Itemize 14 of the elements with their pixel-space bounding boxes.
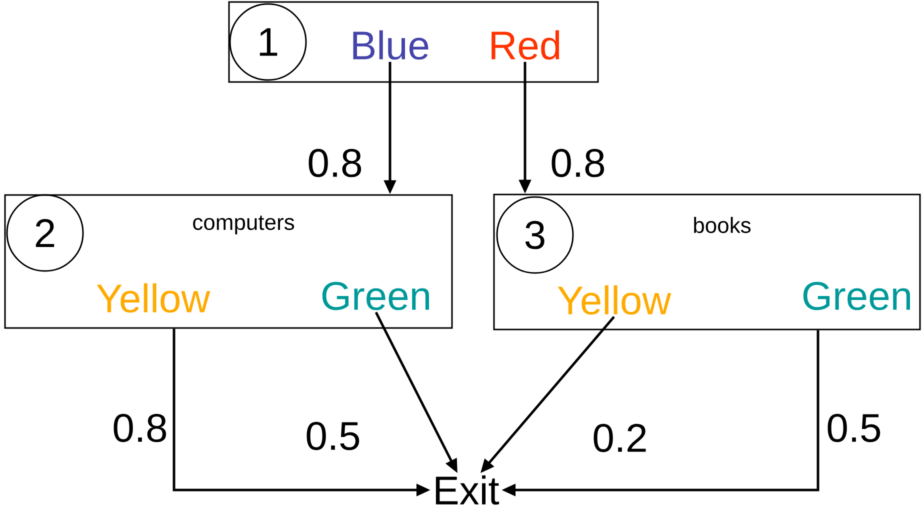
word: Green (803, 282, 910, 310)
word: Yellow (96, 283, 210, 313)
edge-label: 0.2 (591, 422, 649, 454)
edge-label: 0.8 (111, 412, 169, 444)
edge-label: 0.8 (549, 148, 607, 178)
edge-label: 0.5 (825, 412, 883, 444)
word: Blue (353, 30, 428, 60)
word: Red (492, 30, 560, 60)
edge-label: 0.5 (304, 420, 362, 452)
word: Green (322, 282, 429, 310)
box (228, 1, 599, 83)
word: Exit (436, 475, 500, 505)
word: Yellow (558, 285, 672, 315)
edge-label: 0.8 (306, 148, 364, 178)
